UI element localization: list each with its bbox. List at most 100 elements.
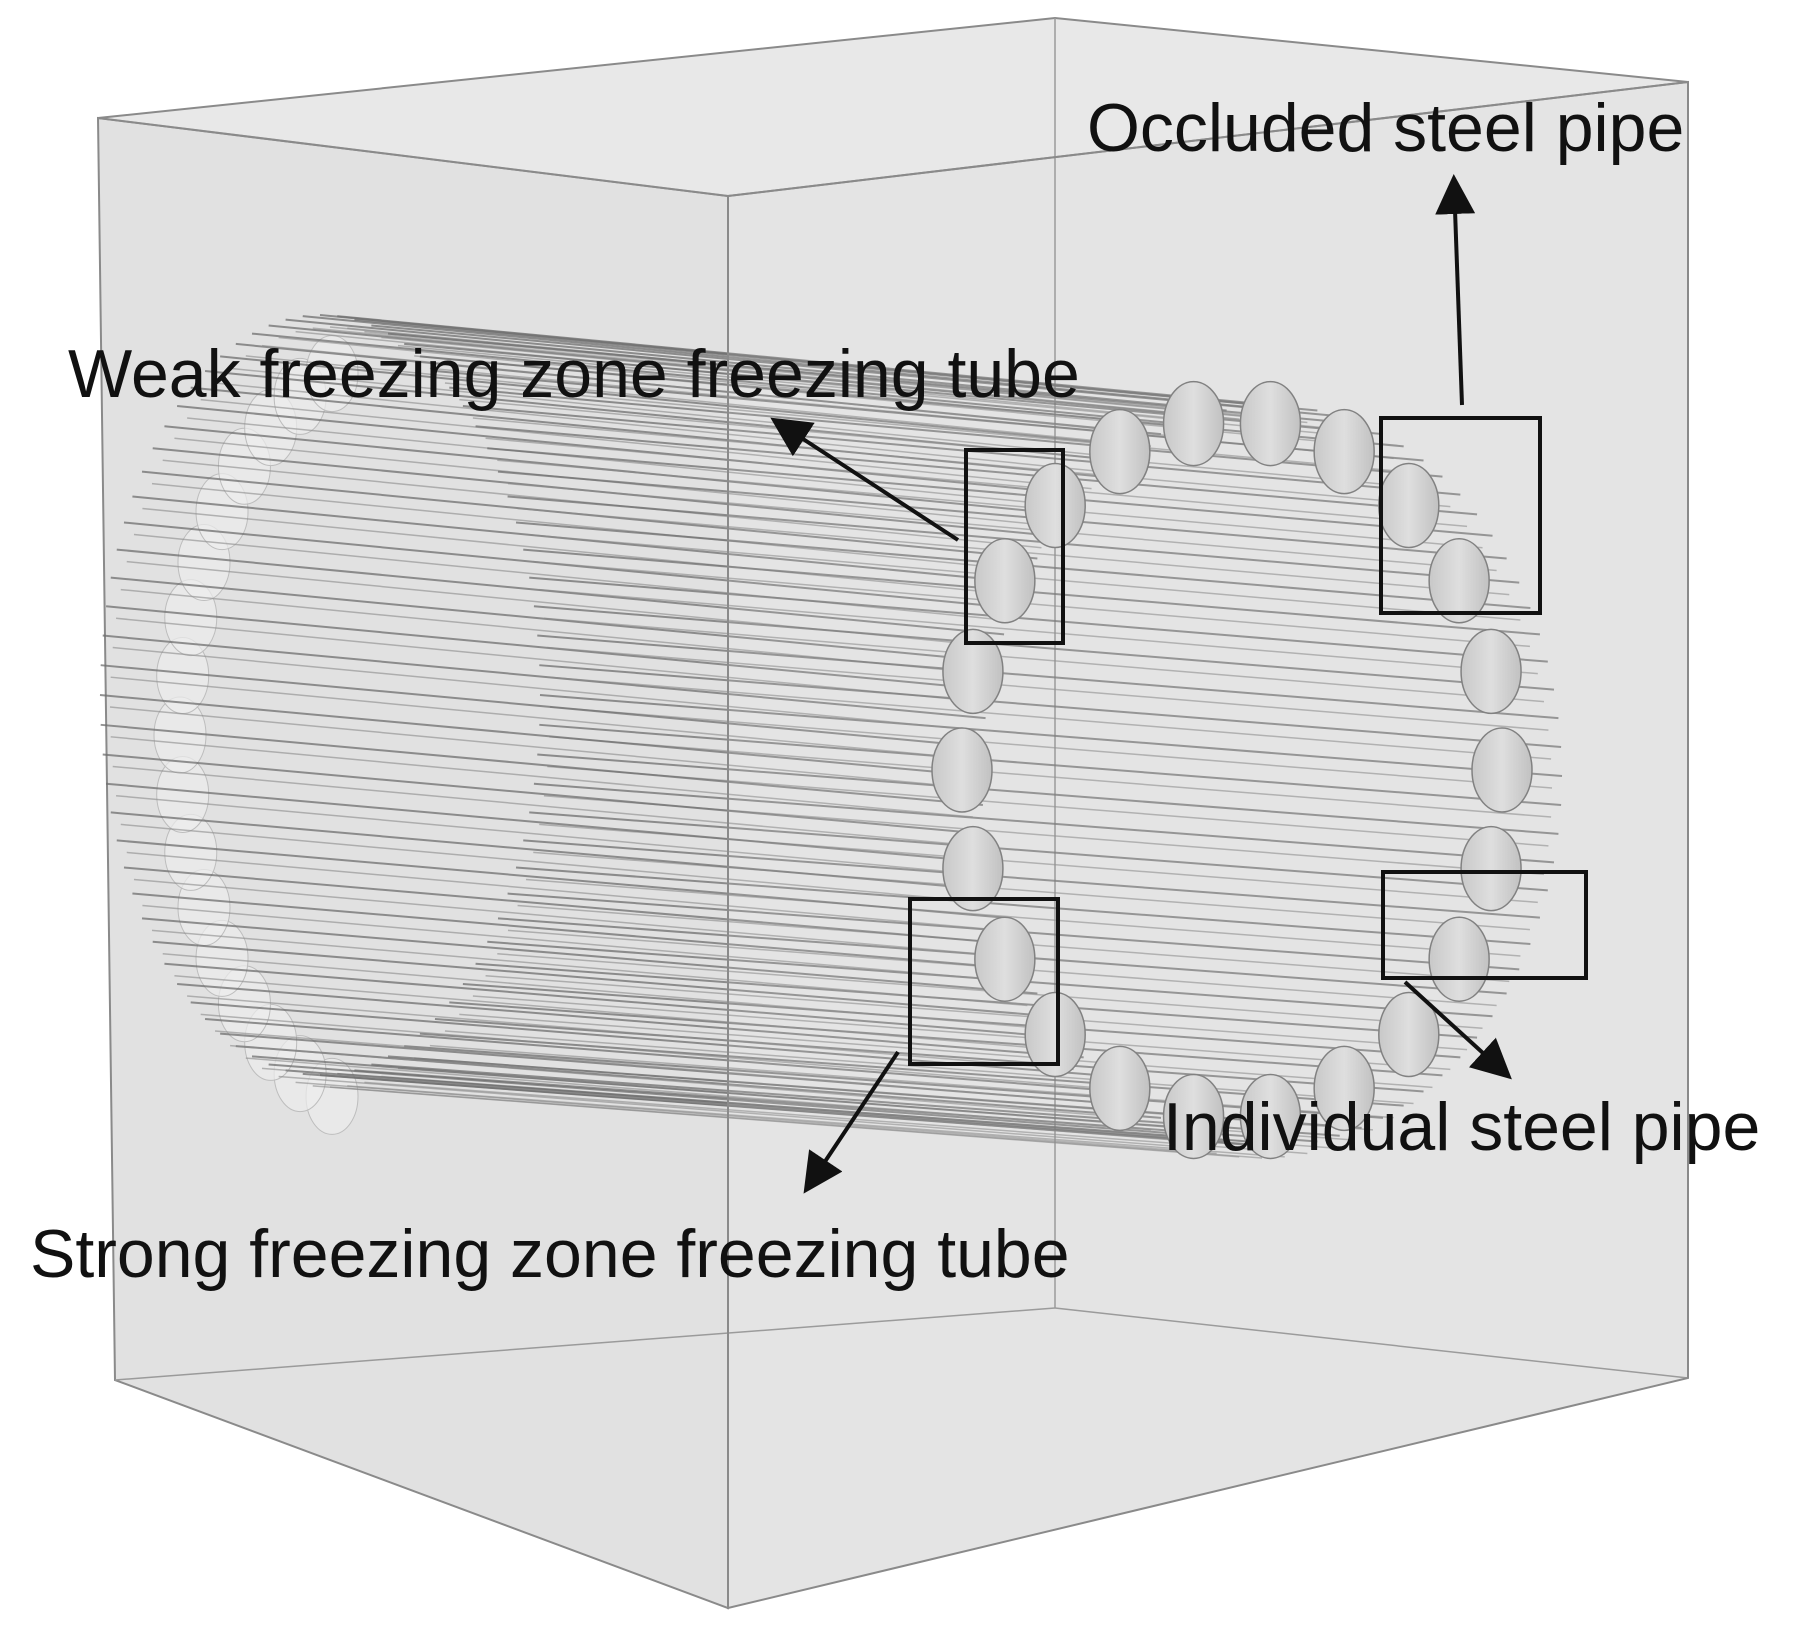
freezing-tube xyxy=(459,398,1433,490)
annotations xyxy=(908,416,1588,1066)
freezing-tube xyxy=(419,355,1404,448)
freezing-tube xyxy=(204,1018,1121,1093)
freezing-tube xyxy=(109,706,973,789)
strong-zone-highlight-box xyxy=(908,897,1060,1066)
freezing-tube xyxy=(187,417,1074,508)
freezing-tube-bundle xyxy=(99,314,1563,1160)
freezing-tube xyxy=(462,982,1461,1059)
freezing-tube xyxy=(533,560,1530,648)
steel-pipe-opening xyxy=(1460,628,1522,715)
freezing-tube xyxy=(549,676,1552,760)
freezing-tube xyxy=(529,576,1548,663)
freezing-tube xyxy=(337,315,1295,409)
freezing-tube xyxy=(312,327,1240,420)
freezing-tube xyxy=(354,1069,1318,1143)
freezing-tube xyxy=(142,507,1015,596)
freezing-tube xyxy=(177,982,1084,1059)
steel-pipe-opening xyxy=(974,916,1036,1002)
steel-pipe-opening xyxy=(1239,1073,1302,1160)
steel-pipe-opening xyxy=(942,628,1004,715)
freezing-tube xyxy=(112,646,976,731)
freezing-tube xyxy=(539,694,1563,777)
freezing-tube xyxy=(164,962,1068,1039)
freezing-tube xyxy=(533,782,1555,864)
occluded-arrow xyxy=(1435,174,1476,406)
individual-pipe-highlight-box xyxy=(1381,870,1588,980)
freezing-tube xyxy=(110,736,973,818)
freezing-tube xyxy=(162,953,1042,1030)
freezing-tube xyxy=(251,332,1183,426)
freezing-tube xyxy=(295,1081,1217,1155)
freezing-tube xyxy=(126,851,995,931)
freezing-tube xyxy=(142,904,1015,983)
freezing-tube xyxy=(245,1057,1152,1131)
freezing-tube xyxy=(533,851,1530,931)
steel-pipe-opening xyxy=(1378,462,1440,549)
freezing-tube xyxy=(529,811,1548,892)
freezing-tube xyxy=(251,1055,1183,1129)
freezing-tube xyxy=(429,1044,1394,1119)
steel-pipe-opening xyxy=(1024,991,1086,1078)
freezing-tube xyxy=(485,974,1468,1051)
freezing-tube xyxy=(151,929,1028,1007)
freezing-tube xyxy=(539,723,1562,807)
freezing-tube xyxy=(539,588,1538,675)
strong-freezing-zone-label: Strong freezing zone freezing tube xyxy=(30,1216,1070,1292)
freezing-tube xyxy=(110,811,997,892)
freezing-tube xyxy=(462,405,1461,496)
steel-pipe-opening xyxy=(1313,408,1375,495)
freezing-tube xyxy=(200,398,1092,490)
annotation-arrows xyxy=(770,174,1512,1194)
freezing-tube xyxy=(268,1063,1205,1137)
freezing-tube xyxy=(123,866,1014,945)
freezing-tube xyxy=(507,495,1520,584)
weak-arrow xyxy=(770,417,960,542)
freezing-tube xyxy=(525,878,1521,957)
freezing-tube xyxy=(485,437,1468,528)
steel-pipe-opening xyxy=(1313,1045,1375,1132)
steel-pipe-opening xyxy=(1378,991,1440,1078)
freezing-tube xyxy=(507,482,1497,572)
freezing-tube xyxy=(364,1081,1308,1155)
freezing-tube xyxy=(472,995,1451,1071)
steel-pipe-opening xyxy=(1162,380,1225,467)
strong-arrow xyxy=(803,1050,900,1194)
freezing-tube xyxy=(487,447,1493,537)
freezing-tube xyxy=(151,482,1028,572)
freezing-tube xyxy=(539,664,1562,748)
freezing-tube xyxy=(230,1044,1131,1119)
occluded-pipe-highlight-box xyxy=(1379,416,1542,615)
freezing-tube xyxy=(261,1067,1173,1141)
freezing-tube xyxy=(116,794,981,876)
freezing-tube xyxy=(549,706,1553,789)
steel-pipe-opening xyxy=(1460,825,1522,912)
freezing-tube xyxy=(312,1085,1240,1158)
freezing-tube xyxy=(261,344,1173,437)
freezing-tube xyxy=(214,382,1111,474)
occluded-steel-pipe-label: Occluded steel pipe xyxy=(1087,90,1685,166)
steel-pipe-opening xyxy=(974,538,1036,624)
steel-pipe-opening xyxy=(942,825,1004,912)
freezing-tube xyxy=(141,917,1038,995)
freezing-tube xyxy=(116,839,1005,919)
steel-pipe-opening xyxy=(1239,380,1302,467)
freezing-tube xyxy=(354,318,1318,412)
freezing-tube xyxy=(537,634,1559,720)
steel-pipe-opening xyxy=(1089,1045,1151,1132)
freezing-tube xyxy=(220,355,1141,448)
freezing-tube xyxy=(449,1001,1443,1077)
freezing-tube xyxy=(132,892,1025,971)
freezing-tube xyxy=(533,605,1555,691)
freezing-tube xyxy=(214,1030,1111,1105)
freezing-tube xyxy=(105,782,991,864)
freezing-tube xyxy=(102,634,986,720)
freezing-tube xyxy=(549,736,1552,818)
freezing-tube xyxy=(497,470,1507,560)
freezing-tube xyxy=(475,425,1478,516)
freezing-tube xyxy=(110,676,973,760)
freezing-tube xyxy=(112,765,976,847)
box-front-face xyxy=(727,80,1689,1610)
freezing-tube xyxy=(537,753,1559,835)
freezing-tube xyxy=(152,940,1052,1018)
